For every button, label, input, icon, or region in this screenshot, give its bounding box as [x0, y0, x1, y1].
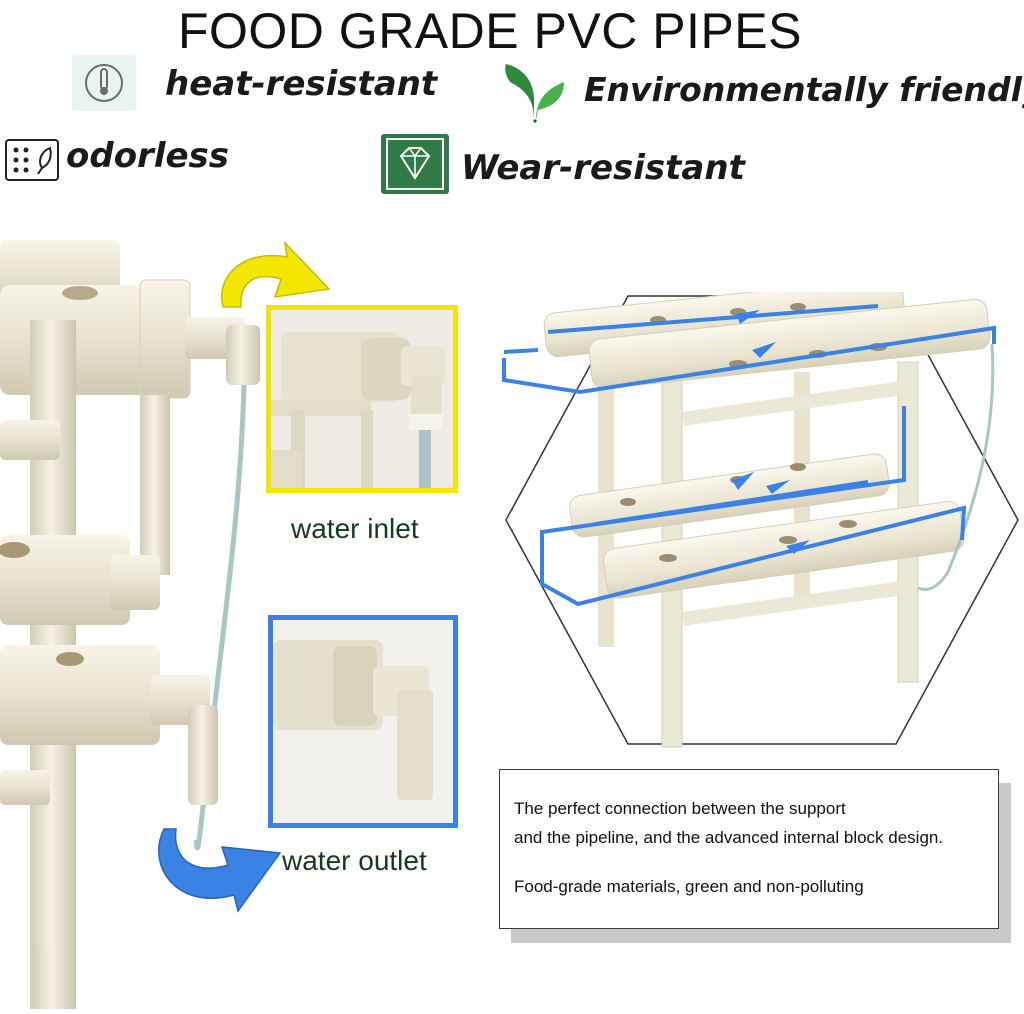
water-outlet-caption: water outlet	[282, 845, 427, 876]
inlet-arrow-icon	[205, 235, 335, 315]
description-box: The perfect connection between the suppo…	[499, 769, 999, 929]
water-inlet-caption: water inlet	[291, 513, 419, 544]
feature-environmentally-friendly: Environmentally friendly	[584, 70, 1024, 109]
page-title: FOOD GRADE PVC PIPES	[177, 3, 802, 59]
description-line-1: The perfect connection between the suppo…	[514, 799, 846, 818]
water-inlet-closeup	[266, 305, 458, 493]
description-line-2: and the pipeline, and the advanced inter…	[514, 828, 944, 847]
feature-odorless: odorless	[66, 136, 230, 176]
leaf-icon	[500, 60, 570, 124]
odor-particles-icon	[4, 138, 60, 182]
feature-heat-resistant: heat-resistant	[165, 64, 438, 104]
outlet-arrow-icon	[146, 825, 286, 915]
thermometer-icon	[72, 55, 136, 111]
pipe-closeup-illustration	[0, 225, 270, 1010]
description-line-3: Food-grade materials, green and non-poll…	[514, 877, 864, 896]
hydroponic-rack-illustration	[498, 277, 1024, 752]
feature-wear-resistant: Wear-resistant	[461, 148, 745, 188]
water-outlet-closeup	[268, 615, 458, 828]
diamond-icon	[381, 134, 449, 194]
